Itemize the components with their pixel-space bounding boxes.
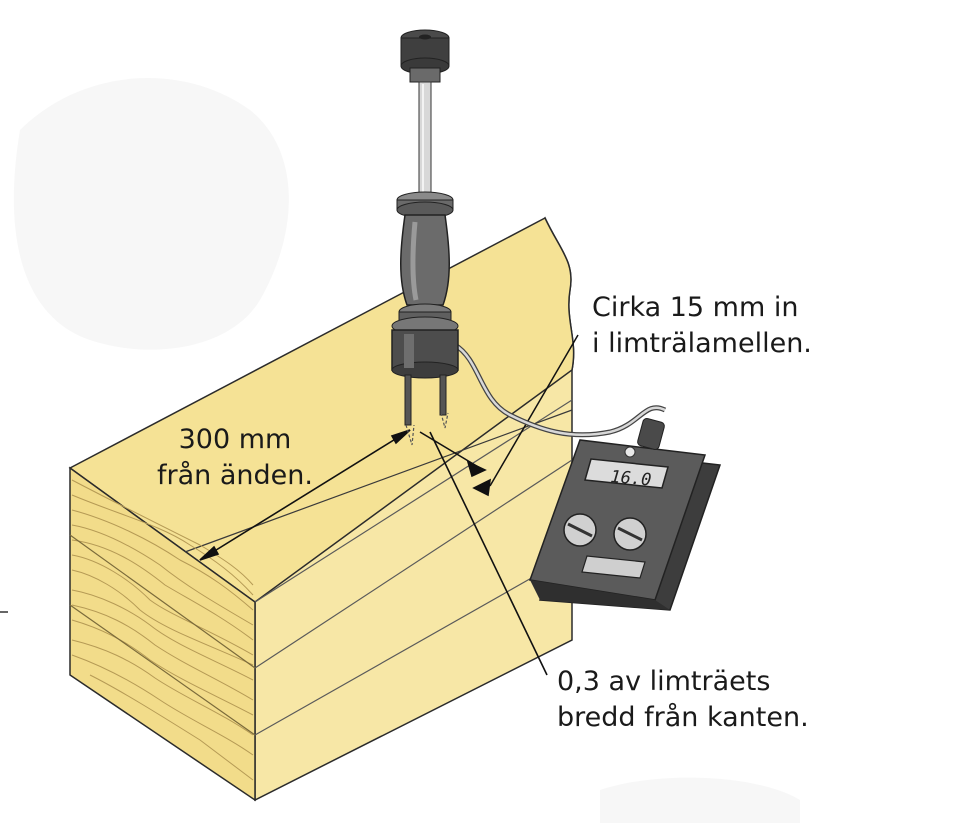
callout-depth: Cirka 15 mm in i limträlamellen. [592, 290, 812, 362]
end-grain-rings [71, 479, 254, 781]
meter-knob-right [613, 517, 647, 551]
meter-display [584, 458, 669, 489]
meter-knob-left [563, 513, 597, 547]
callout-depth-line1: Cirka 15 mm in [592, 292, 799, 323]
end-lamella-lines [69, 534, 256, 736]
dimension-300mm [199, 429, 411, 561]
meter-label-plate [581, 555, 646, 579]
callout-300mm: 300 mm från änden. [150, 422, 320, 494]
moisture-meter: 16.0 [528, 418, 722, 611]
background-shape [13, 77, 289, 350]
dimension-width-markers [419, 431, 548, 676]
background-shape-bottom [600, 777, 800, 823]
callout-300mm-line1: 300 mm [178, 424, 292, 455]
glue-line-top [184, 409, 573, 553]
callout-width-fraction: 0,3 av limträets bredd från kanten. [557, 664, 809, 736]
callout-width-fraction-line2: bredd från kanten. [557, 702, 809, 733]
leader-depth [489, 334, 579, 487]
callout-depth-line2: i limträlamellen. [592, 328, 812, 359]
callout-300mm-line2: från änden. [157, 460, 313, 491]
lamella-lines [254, 399, 573, 736]
hammer-probe [391, 29, 459, 446]
indicator-led [624, 446, 636, 458]
meter-display-value: 16.0 [610, 467, 653, 490]
callout-width-fraction-line1: 0,3 av limträets [557, 666, 771, 697]
